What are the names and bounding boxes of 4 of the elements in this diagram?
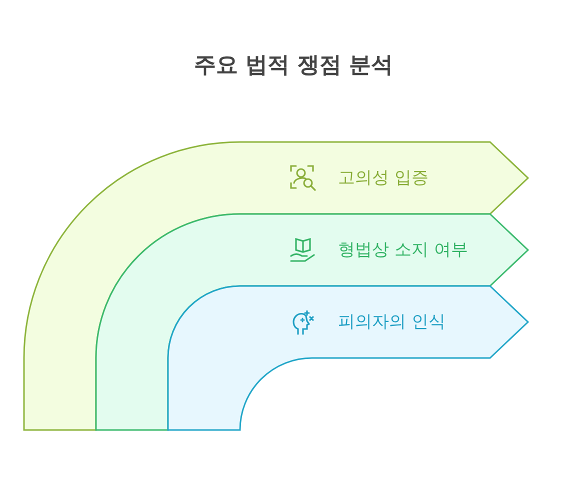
title: 주요 법적 쟁점 분석 [193,52,394,80]
band-label: 고의성 입증 [338,167,428,189]
band-label: 형법상 소지 여부 [338,239,468,261]
band-label: 피의자의 인식 [338,311,446,333]
